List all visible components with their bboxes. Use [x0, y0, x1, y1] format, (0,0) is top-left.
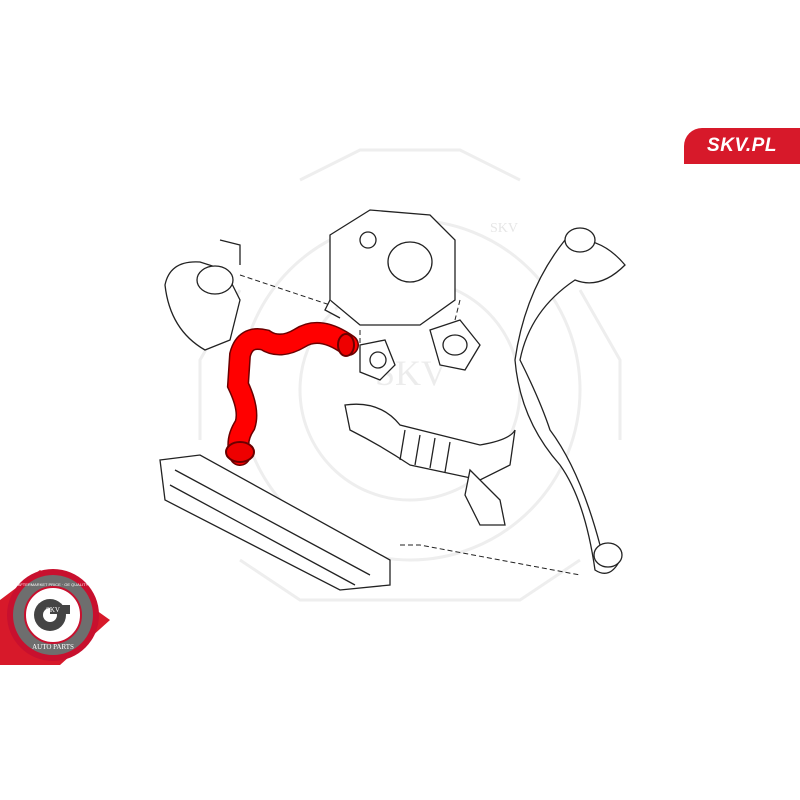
corrugated-hose: [344, 403, 516, 526]
badge-bottom-text: AUTO PARTS: [32, 643, 74, 651]
intercooler: [159, 454, 391, 591]
sensor-flange: [429, 319, 481, 371]
throttle-body: [359, 339, 396, 381]
leader-lines: [239, 274, 581, 576]
badge-top-text: AFTERMARKET PRICE · OE QUALITY: [18, 582, 89, 587]
left-air-duct: [164, 239, 241, 351]
skv-auto-parts-badge: SKV AFTERMARKET PRICE · OE QUALITY AUTO …: [0, 569, 110, 665]
highlighted-intake-hose: [225, 321, 359, 466]
long-charge-pipe: [514, 227, 626, 574]
badge-center-text: SKV: [46, 606, 60, 614]
brand-tab: SKV.PL: [684, 128, 800, 164]
air-filter-box: [324, 209, 456, 326]
watermark-text: SKV: [490, 221, 518, 236]
